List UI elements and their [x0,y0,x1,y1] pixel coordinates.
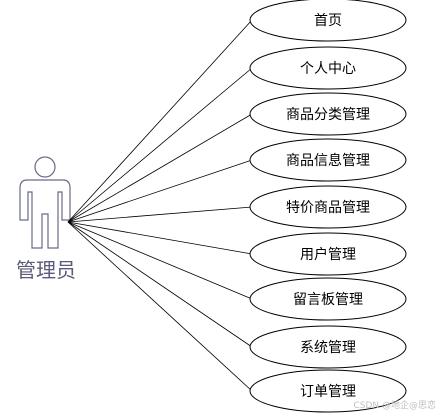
use-case: 首页 [249,0,407,42]
use-case-label: 用户管理 [300,246,356,263]
use-case: 订单管理 [249,369,407,413]
use-case-ellipse [249,277,407,321]
association-line [67,67,253,223]
association-line [67,113,253,223]
use-case: 商品分类管理 [249,92,407,136]
use-case-label: 商品信息管理 [286,152,370,169]
use-case: 用户管理 [249,232,407,276]
use-case: 特价商品管理 [249,185,407,229]
use-case-ellipse [249,369,407,413]
use-case-list: 首页个人中心商品分类管理商品信息管理特价商品管理用户管理留言板管理系统管理订单管… [249,0,407,413]
use-case-ellipse [249,325,407,369]
use-case: 个人中心 [249,46,407,90]
actor-label: 管理员 [16,258,76,282]
use-case-label: 商品分类管理 [286,107,370,123]
association-line [67,221,253,392]
association-line [67,221,253,348]
use-case-ellipse [249,232,407,276]
association-line [67,159,253,223]
actor-figure [19,156,71,249]
use-case-label: 首页 [314,13,342,29]
actor-head [34,156,56,178]
use-case-label: 特价商品管理 [286,200,370,216]
use-case-ellipse [249,138,407,182]
watermark: CSDN @地企@思恋 [353,399,436,411]
actor-body [19,179,71,249]
use-case-ellipse [249,46,407,90]
use-case-ellipse [249,0,407,42]
use-case-label: 个人中心 [300,61,356,77]
use-case-label: 系统管理 [300,340,356,356]
association-line [67,19,253,223]
association-lines [67,19,253,392]
use-case-label: 留言板管理 [293,292,363,308]
use-case: 留言板管理 [249,277,407,321]
association-line [67,221,253,300]
use-case: 商品信息管理 [249,138,407,182]
use-case: 系统管理 [249,325,407,369]
association-line [67,221,253,255]
use-case-ellipse [249,185,407,229]
association-line [67,206,253,223]
use-case-label: 订单管理 [300,384,356,400]
use-case-ellipse [249,92,407,136]
